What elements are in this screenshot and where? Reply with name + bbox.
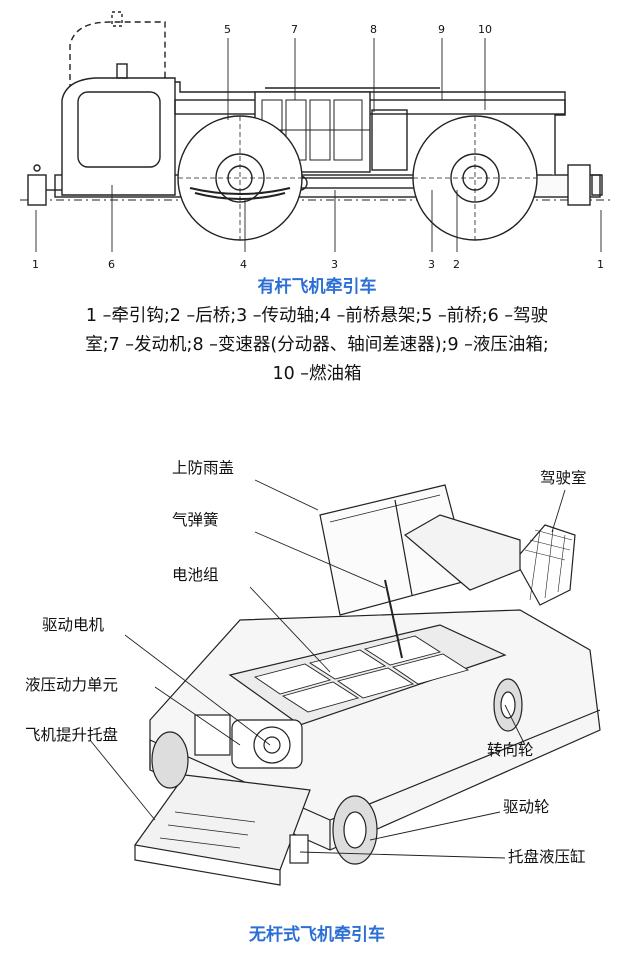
label-rain-cover: 上防雨盖 [172,459,234,477]
callout-3-right: 3 [428,258,435,271]
callout-5: 5 [224,23,231,36]
callout-1-right: 1 [597,258,604,271]
legend-line: 10 –燃油箱 [272,364,362,384]
callout-3-mid: 3 [331,258,338,271]
callout-7: 7 [291,23,298,36]
label-drive-wheel: 驱动轮 [503,798,550,816]
label-lift-tray: 飞机提升托盘 [25,725,118,744]
callout-4: 4 [240,258,247,271]
legend-line: 1 –牵引钩;2 –后桥;3 –传动轴;4 –前桥悬架;5 –前桥;6 –驾驶 [85,306,549,326]
rod-tug-side-view: 1 6 5 7 8 9 10 4 3 3 2 1 [20,11,612,271]
callout-6: 6 [108,258,115,271]
rod-tug-caption: 有杆飞机牵引车 [257,277,377,297]
label-steer-wheel: 转向轮 [487,741,534,759]
callout-1-left: 1 [32,258,39,271]
legend-line: 室;7 –发动机;8 –变速器(分动器、轴间差速器);9 –液压油箱; [85,335,549,355]
label-gas-spring: 气弹簧 [172,511,219,529]
callout-10: 10 [478,23,492,36]
rodless-tug-perspective: 上防雨盖 气弹簧 电池组 驱动电机 液压动力单元 飞机提升托盘 驾驶室 转向轮 … [25,459,601,886]
callout-9: 9 [438,23,445,36]
component-legend: 1 –牵引钩;2 –后桥;3 –传动轴;4 –前桥悬架;5 –前桥;6 –驾驶 … [10,302,624,389]
rodless-tug-caption: 无杆式飞机牵引车 [249,925,385,945]
label-cab: 驾驶室 [540,469,587,487]
label-battery-pack: 电池组 [172,566,219,584]
callout-2: 2 [453,258,460,271]
label-drive-motor: 驱动电机 [42,616,105,634]
label-hydraulic-unit: 液压动力单元 [25,676,118,694]
callout-8: 8 [370,23,377,36]
label-tray-cylinder: 托盘液压缸 [508,847,586,866]
